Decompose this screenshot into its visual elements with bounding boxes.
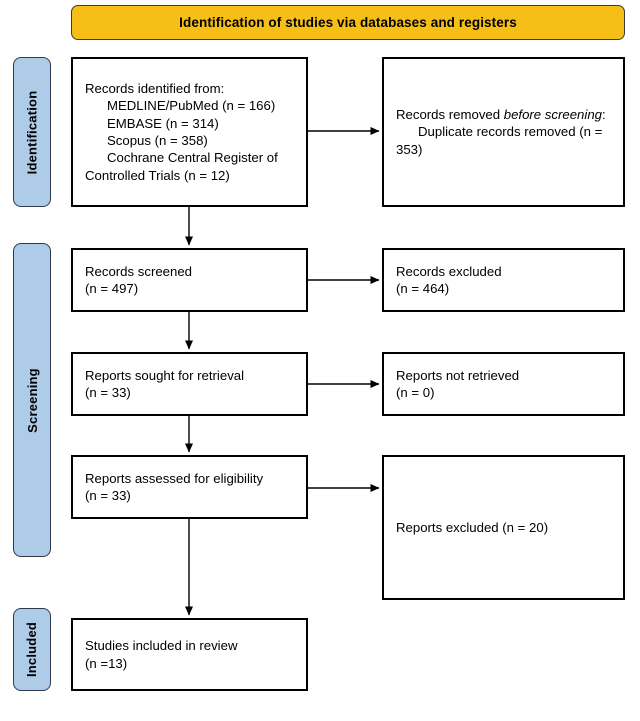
studies-included-text: Studies included in review(n =13) (85, 637, 294, 672)
reports-excluded-label: Reports excluded (n = 20) (396, 519, 549, 535)
records-screened-label: Records screened (85, 263, 193, 279)
reports-not-retrieved-text: Reports not retrieved (n = 0) (396, 367, 611, 402)
records-removed-emphasis: before screening (503, 106, 602, 122)
records-removed-label: Records removed (396, 106, 504, 122)
box-reports-excluded: Reports excluded (n = 20) (382, 455, 625, 600)
records-removed-text: Records removed before screening: Duplica… (396, 106, 611, 158)
source-scopus: Scopus (n = 358) (107, 133, 208, 148)
reports-excluded-text: Reports excluded (n = 20) (396, 519, 611, 536)
records-removed-colon: : (602, 106, 606, 122)
box-reports-sought-for-retrieval: Reports sought for retrieval (n = 33) (71, 352, 308, 416)
box-reports-not-retrieved: Reports not retrieved (n = 0) (382, 352, 625, 416)
reports-assessed-label: Reports assessed for eligibility (85, 470, 264, 486)
stage-label-included: Included (24, 621, 40, 678)
reports-sought-label: Reports sought for retrieval (85, 367, 245, 383)
records-identified-title: Records identified from: (85, 80, 225, 96)
box-records-removed-before-screening: Records removed before screening: Duplica… (382, 57, 625, 207)
reports-not-retrieved-count: (n = 0) (396, 385, 435, 400)
stage-tab-included: Included (13, 608, 51, 691)
records-excluded-label: Records excluded (396, 263, 502, 279)
records-removed-detail: Duplicate records removed (n = 353) (396, 124, 607, 157)
reports-not-retrieved-label: Reports not retrieved (396, 367, 520, 383)
source-cochrane-line2: Controlled Trials (n = 12) (85, 167, 230, 183)
box-records-excluded: Records excluded (n = 464) (382, 248, 625, 312)
reports-assessed-text: Reports assessed for eligibility (n = 33) (85, 470, 294, 505)
studies-included-label: Studies included in review (85, 638, 238, 654)
source-embase: EMBASE (n = 314) (107, 115, 219, 131)
box-studies-included-in-review: Studies included in review(n =13) (71, 618, 308, 691)
stage-label-screening: Screening (24, 367, 40, 433)
records-screened-text: Records screened (n = 497) (85, 263, 294, 298)
records-identified-text: Records identified from: MEDLINE/PubMed (… (85, 80, 294, 185)
box-reports-assessed-for-eligibility: Reports assessed for eligibility (n = 33) (71, 455, 308, 519)
studies-included-count: (n =13) (85, 655, 128, 671)
header-banner: Identification of studies via databases … (71, 5, 625, 40)
source-cochrane-line1: Cochrane Central Register of (107, 150, 278, 166)
box-records-identified: Records identified from: MEDLINE/PubMed (… (71, 57, 308, 207)
reports-sought-count: (n = 33) (85, 385, 131, 400)
stage-tab-screening: Screening (13, 243, 51, 557)
reports-sought-text: Reports sought for retrieval (n = 33) (85, 367, 294, 402)
records-screened-count: (n = 497) (85, 281, 139, 296)
source-medline: MEDLINE/PubMed (n = 166) (107, 98, 276, 114)
records-excluded-text: Records excluded (n = 464) (396, 263, 611, 298)
reports-assessed-count: (n = 33) (85, 488, 131, 503)
stage-tab-identification: Identification (13, 57, 51, 207)
records-excluded-count: (n = 464) (396, 281, 450, 296)
stage-label-identification: Identification (24, 90, 40, 174)
box-records-screened: Records screened (n = 497) (71, 248, 308, 312)
header-title: Identification of studies via databases … (179, 15, 517, 30)
